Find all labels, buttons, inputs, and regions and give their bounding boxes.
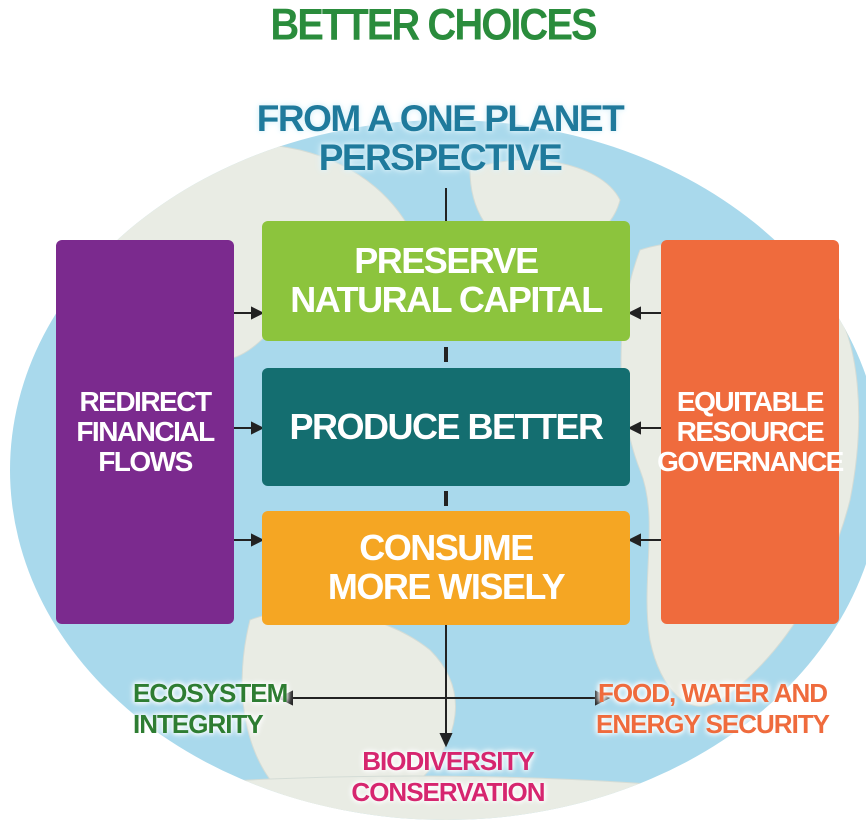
ecosystem-integrity-label: ECOSYSTEM INTEGRITY [133,678,288,740]
diagram-subtitle: FROM A ONE PLANET PERSPECTIVE [180,98,700,178]
arrowhead-ecosystem [277,690,293,706]
arrowhead-equitable-to-produce [627,421,641,435]
arrowhead-equitable-to-preserve [627,306,641,320]
biodiversity-conservation-label: BIODIVERSITY CONSERVATION [351,746,545,808]
equitable-resource-governance-box: EQUITABLE RESOURCE GOVERNANCE [657,240,844,624]
arrowhead-redirect-to-produce [251,421,265,435]
consume-more-wisely-box: CONSUME MORE WISELY [262,511,630,625]
arrowhead-biodiversity [439,733,453,748]
arrowhead-redirect-to-preserve [251,306,265,320]
subtitle-line-2: PERSPECTIVE [318,136,563,178]
preserve-natural-capital-box: PRESERVE NATURAL CAPITAL [262,221,630,341]
food-water-energy-security-label: FOOD, WATER AND ENERGY SECURITY [596,678,830,740]
redirect-financial-flows-box: REDIRECT FINANCIAL FLOWS [56,240,234,624]
arrowhead-equitable-to-consume [627,533,641,547]
produce-better-box: PRODUCE BETTER [262,368,630,486]
arrowhead-redirect-to-consume [251,533,265,547]
arrowhead-food [595,690,611,706]
diagram-title: BETTER CHOICES [270,0,597,50]
subtitle-line-1: FROM A ONE PLANET [256,98,625,139]
